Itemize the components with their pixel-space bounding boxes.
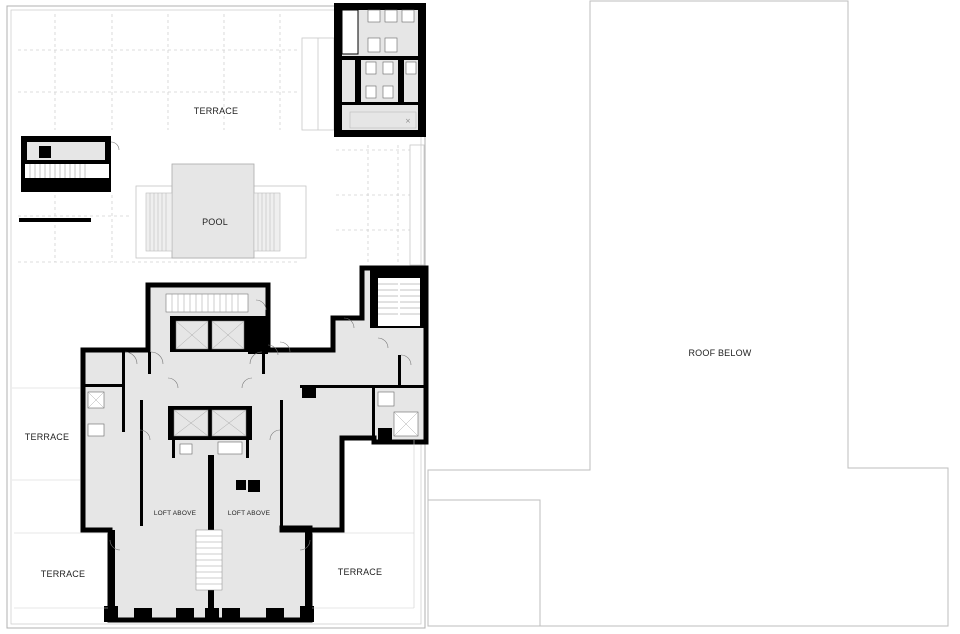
pool-label: POOL: [202, 217, 228, 227]
roof-below-label: ROOF BELOW: [688, 348, 751, 358]
terrace-top-label: TERRACE: [194, 106, 238, 116]
loft-above-right-label: LOFT ABOVE: [228, 510, 271, 517]
terrace-bottom-left-label: TERRACE: [41, 569, 85, 579]
terrace-left-label: TERRACE: [25, 432, 69, 442]
apartment-floor: [80, 265, 429, 623]
restroom-block: ×: [334, 3, 426, 137]
stair-storage-block: [21, 136, 120, 192]
svg-text:×: ×: [405, 117, 411, 125]
side-terrace-bands: [12, 387, 415, 609]
terrace-paving-grid: [18, 14, 410, 263]
low-wall: [19, 218, 91, 222]
loft-above-left-label: LOFT ABOVE: [154, 510, 197, 517]
pool: [135, 163, 307, 259]
roof-below-area: [427, 0, 949, 627]
terrace-bottom-right-label: TERRACE: [338, 567, 382, 577]
